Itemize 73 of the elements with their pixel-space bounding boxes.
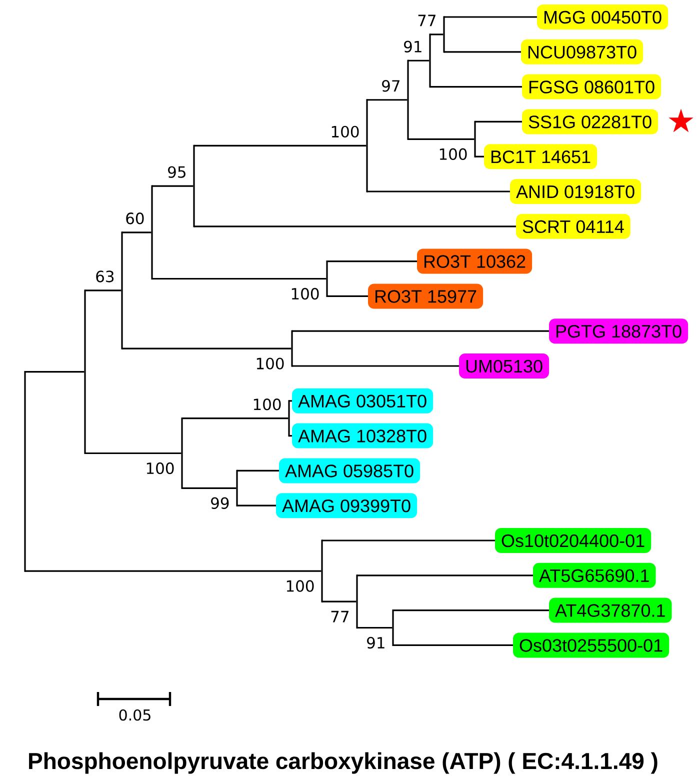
branch-line	[430, 86, 522, 88]
bootstrap-value: 100	[254, 398, 281, 410]
branch-line	[122, 232, 152, 234]
bootstrap-value: 95	[168, 166, 186, 178]
branch-line	[322, 600, 356, 602]
branch-line	[444, 51, 521, 53]
branch-line	[357, 574, 533, 576]
bootstrap-value: 100	[256, 358, 284, 370]
branch-line	[292, 330, 549, 332]
bootstrap-value: 100	[286, 580, 314, 592]
leaf-box: NCU09873T0	[521, 39, 644, 64]
bootstrap-value: 100	[292, 288, 319, 300]
bootstrap-value: 60	[126, 212, 144, 224]
leaf-box: Os03t0255500-01	[513, 632, 670, 658]
branch-line	[85, 452, 182, 454]
branch-line	[393, 610, 549, 612]
leaf-box: AT5G65690.1	[533, 562, 656, 588]
branch-line	[122, 348, 292, 350]
branch-line	[85, 290, 122, 292]
branch-line	[322, 540, 495, 542]
branch-line	[327, 260, 417, 262]
bootstrap-value: 100	[146, 462, 174, 474]
branch-line	[25, 570, 322, 572]
leaf-box: AT4G37870.1	[549, 598, 672, 623]
leaf-box: BC1T 14651	[484, 144, 598, 170]
branch-line	[237, 504, 276, 506]
leaf-box: SCRT 04114	[516, 214, 630, 239]
branch-line	[292, 365, 459, 367]
bootstrap-value: 100	[440, 148, 467, 160]
branch-line	[182, 418, 288, 420]
bootstrap-value: 63	[96, 270, 114, 282]
branch-line	[357, 626, 392, 629]
bootstrap-value: 91	[404, 40, 422, 52]
bootstrap-value: 97	[382, 80, 400, 92]
branch-line	[194, 226, 516, 228]
branch-line	[367, 99, 408, 101]
branch-line	[182, 487, 236, 489]
branch-line	[25, 371, 84, 373]
leaf-box: RO3T 15977	[368, 284, 484, 309]
branch-line	[152, 185, 194, 187]
leaf-box: ANID 01918T0	[510, 179, 642, 204]
leaf-box: AMAG 10328T0	[292, 423, 434, 448]
leaf-box: AMAG 09399T0	[276, 493, 418, 518]
branch-line	[152, 278, 326, 280]
leaf-box: Os10t0204400-01	[495, 528, 652, 553]
branch-line	[408, 138, 474, 140]
branch-line	[289, 435, 292, 437]
leaf-box: MGG 00450T0	[537, 4, 668, 30]
bootstrap-value: 100	[332, 126, 359, 138]
leaf-box: AMAG 05985T0	[279, 458, 420, 484]
branch-line	[194, 144, 366, 146]
branch-line	[367, 190, 510, 192]
leaf-box: FGSG 08601T0	[522, 74, 662, 100]
leaf-box: PGTG 18873T0	[549, 318, 688, 344]
bootstrap-value: 99	[211, 497, 229, 509]
bootstrap-value: 91	[367, 636, 384, 649]
figure-title: Phosphoenolpyruvate carboxykinase (ATP) ( EC:4.1.1.49 )	[29, 752, 658, 774]
leaf-box: SS1G 02281T0	[522, 109, 658, 134]
branch-line	[475, 120, 522, 122]
scale-label: 0.05	[119, 709, 150, 721]
branch-line	[289, 400, 292, 402]
leaf-box: RO3T 10362	[417, 248, 532, 274]
leaf-box: AMAG 03051T0	[292, 388, 434, 414]
branch-line	[430, 34, 444, 36]
leaf-box: UM05130	[459, 354, 550, 378]
branch-line	[393, 644, 513, 646]
bootstrap-value: 77	[418, 14, 436, 26]
branch-line	[327, 295, 368, 297]
branch-line	[475, 156, 484, 158]
branch-line	[408, 60, 430, 62]
bootstrap-value: 77	[331, 610, 348, 622]
branch-line	[237, 470, 279, 472]
branch-line	[444, 16, 537, 18]
